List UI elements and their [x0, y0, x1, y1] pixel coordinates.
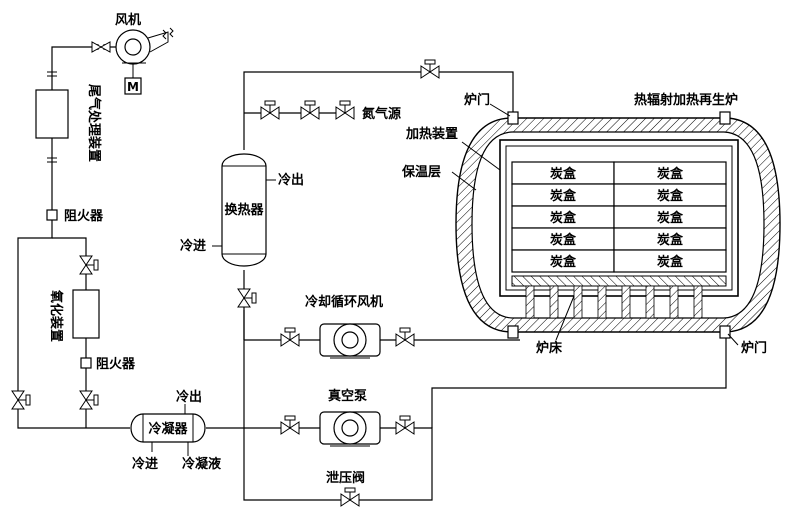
furnace-name-label: 热辐射加热再生炉 — [634, 92, 738, 108]
regeneration-furnace: 炭盒 炭盒 炭盒 炭盒 炭盒 炭盒 炭盒 炭盒 炭盒 炭盒 — [401, 92, 781, 356]
valve-hx-bottom — [237, 288, 257, 308]
furnace-door-bottom-right — [719, 325, 731, 339]
hx-cool-in-label: 冷进 — [180, 238, 206, 254]
heating-device-label: 加热装置 — [405, 126, 458, 142]
furnace-door-bottom-label: 炉门 — [741, 340, 767, 356]
fan-label: 风机 — [115, 12, 141, 28]
nitrogen-source-label: 氮气源 — [362, 106, 401, 122]
carbon-box-r2c2: 炭盒 — [657, 188, 684, 204]
furnace-bed-label: 炉床 — [536, 340, 563, 356]
fan-assembly: M 风机 — [91, 12, 174, 95]
condenser-label: 冷凝器 — [148, 421, 188, 437]
valve-vacuum-in — [280, 415, 300, 435]
furnace-door-top-right — [719, 111, 731, 125]
flame-arrester-bottom: 阻火器 — [80, 357, 136, 372]
condenser-cool-in-label: 冷进 — [132, 456, 158, 472]
fan-impeller-icon — [124, 38, 142, 56]
valve-oxidation-out — [79, 390, 99, 410]
condensate-label: 冷凝液 — [182, 456, 221, 472]
exhaust-treatment-label: 尾气处理装置 — [86, 84, 102, 162]
hx-cool-out-label: 冷出 — [278, 172, 304, 188]
carbon-box-r3c1: 炭盒 — [550, 210, 577, 226]
furnace-bed — [511, 275, 727, 287]
flame-arrester-top: 阻火器 — [46, 209, 104, 224]
insulation-layer-label: 保温层 — [401, 164, 441, 180]
carbon-box-r5c2: 炭盒 — [657, 254, 684, 270]
furnace-door-bottom-left — [507, 325, 519, 339]
valve-nitrogen-3 — [335, 100, 355, 120]
valve-nitrogen-1 — [260, 100, 280, 120]
carbon-box-r3c2: 炭盒 — [657, 210, 684, 226]
motor-label: M — [127, 80, 139, 94]
condenser-cool-out-label: 冷出 — [176, 389, 202, 405]
valve-cooling-fan-in — [280, 327, 300, 347]
relief-valve: 泄压阀 — [326, 470, 365, 507]
cooling-circulation-fan: 冷却循环风机 — [280, 294, 415, 359]
cooling-fan-label: 冷却循环风机 — [305, 294, 383, 310]
valve-oxidation-in — [79, 255, 99, 275]
condenser: 冷凝器 冷出 冷进 冷凝液 — [130, 389, 221, 472]
oxidation-device-label: 氧化装置 — [48, 289, 64, 342]
exhaust-treatment-device: 尾气处理装置 — [35, 84, 102, 162]
vacuum-pump: 真空泵 — [280, 388, 415, 447]
valve-bypass — [11, 390, 31, 410]
heat-exchanger-label: 换热器 — [224, 202, 264, 218]
heat-exchanger: 换热器 冷出 冷进 — [180, 153, 304, 267]
vacuum-pump-label: 真空泵 — [328, 388, 367, 404]
carbon-box-r4c2: 炭盒 — [657, 232, 684, 248]
carbon-box-r1c1: 炭盒 — [550, 166, 577, 182]
furnace-bed-supports — [525, 285, 703, 319]
valve-vacuum-out — [395, 415, 415, 435]
carbon-box-r5c1: 炭盒 — [550, 254, 577, 270]
carbon-box-r4c1: 炭盒 — [550, 232, 577, 248]
motor-box — [124, 77, 142, 95]
flame-arrester-bottom-label: 阻火器 — [96, 357, 136, 372]
carbon-box-r1c2: 炭盒 — [657, 166, 684, 182]
furnace-door-top-label: 炉门 — [464, 92, 490, 108]
valve-cooling-fan-out — [395, 327, 415, 347]
furnace-door-top-left — [507, 111, 519, 125]
relief-valve-label: 泄压阀 — [326, 470, 365, 486]
flame-arrester-top-label: 阻火器 — [64, 209, 104, 224]
valve-top-line — [420, 59, 440, 79]
carbon-box-r2c1: 炭盒 — [550, 188, 577, 204]
oxidation-device: 氧化装置 — [48, 289, 100, 342]
carbon-box-grid: 炭盒 炭盒 炭盒 炭盒 炭盒 炭盒 炭盒 炭盒 炭盒 炭盒 — [511, 161, 727, 273]
valve-nitrogen-2 — [300, 100, 320, 120]
